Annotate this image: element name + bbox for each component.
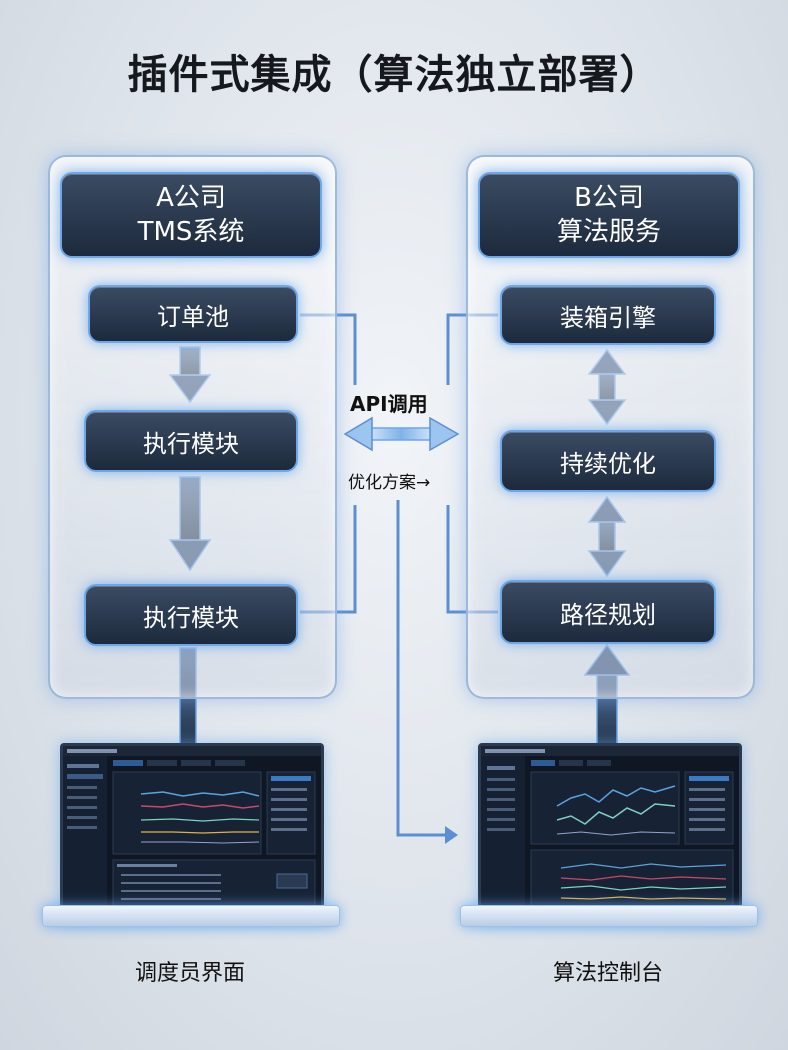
company-a-header: A公司 TMS系统 [60,172,322,258]
dispatcher-screen-content [63,746,321,921]
algorithm-console-base [460,905,758,927]
connector-to-console [396,500,445,837]
optimization-plan-label: 优化方案→ [348,473,431,493]
node-continuous-optimization: 持续优化 [500,430,716,492]
api-call-label: API调用 [350,392,428,416]
algorithm-console-screen [478,743,742,924]
company-a-name: A公司 [156,183,226,213]
company-b-service: 算法服务 [556,217,661,247]
company-b-name: B公司 [574,183,644,213]
dispatcher-ui-label: 调度员界面 [134,961,245,986]
page-title: 插件式集成（算法独立部署） [127,52,661,98]
console-arrowhead [445,826,458,844]
node-route-planning: 路径规划 [500,580,716,644]
dispatcher-screen-base [42,905,340,927]
node-order-pool: 订单池 [88,285,298,343]
algorithm-console-label: 算法控制台 [552,961,663,986]
company-a-system: TMS系统 [137,217,245,247]
company-b-header: B公司 算法服务 [478,172,740,258]
algorithm-console-content [481,746,739,921]
dispatcher-screen [60,743,324,924]
node-execution-module-2: 执行模块 [84,584,298,646]
node-packing-engine: 装箱引擎 [500,285,716,345]
api-double-arrow [343,416,460,452]
node-execution-module-1: 执行模块 [84,410,298,472]
